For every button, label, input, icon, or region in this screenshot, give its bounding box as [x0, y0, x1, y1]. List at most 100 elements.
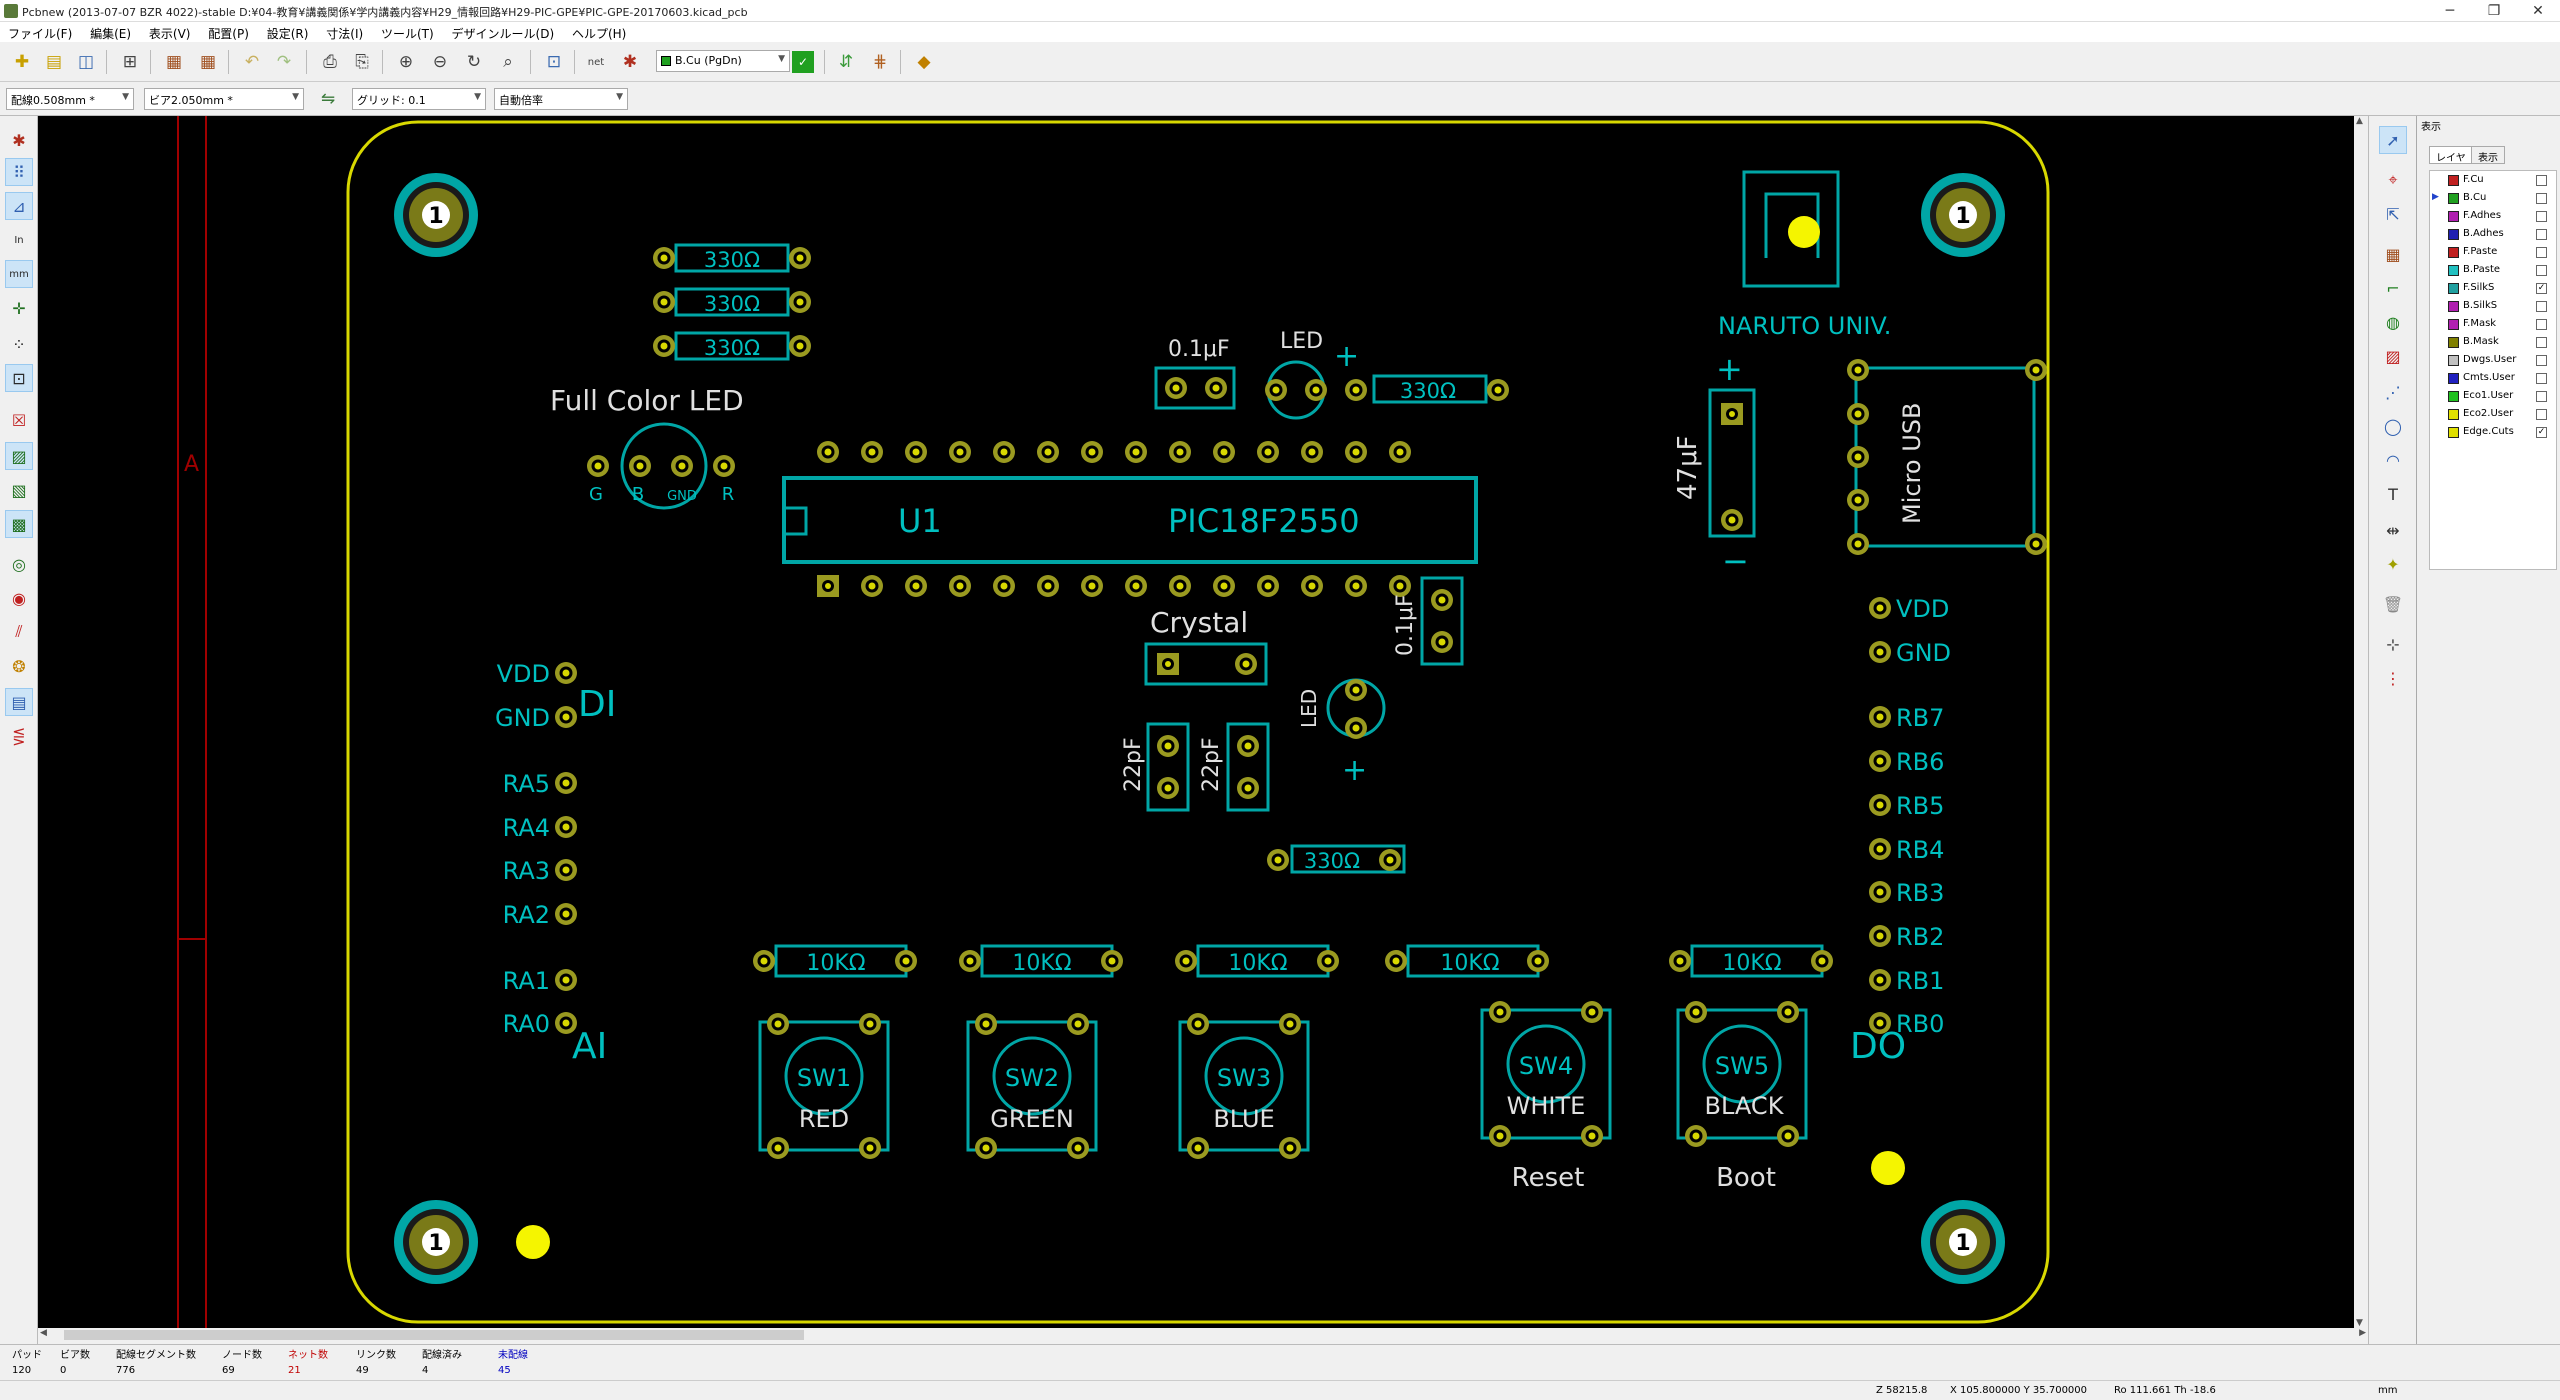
layer-name[interactable]: F.SilkS — [2463, 282, 2495, 293]
menu-tools[interactable]: ツール(T) — [381, 27, 434, 41]
layer-row[interactable]: B.SilkS — [2430, 297, 2556, 315]
resistor-r330[interactable]: 330Ω — [653, 287, 811, 317]
layer-name[interactable]: B.Mask — [2463, 336, 2499, 347]
save-board-icon[interactable]: ◫ — [77, 52, 95, 72]
layer-visibility-checkbox[interactable] — [2536, 229, 2547, 240]
ic-pin-pad[interactable] — [861, 575, 883, 597]
header-pin[interactable]: RA4 — [503, 814, 577, 842]
plot-icon[interactable]: ⎘ — [355, 52, 369, 72]
resistor-r330[interactable]: 330Ω — [653, 243, 811, 273]
delete-icon[interactable]: 🗑 — [2382, 594, 2404, 614]
menu-preferences[interactable]: 設定(R) — [266, 27, 309, 41]
redraw-icon[interactable]: ↻ — [466, 52, 482, 72]
layer-color-swatch[interactable] — [2448, 211, 2459, 222]
zoom-fit-icon[interactable]: ⌕ — [503, 52, 513, 72]
layer-color-swatch[interactable] — [2448, 391, 2459, 402]
zoom-out-icon[interactable]: ⊖ — [432, 52, 448, 72]
scroll-up-icon[interactable]: ▲ — [2356, 116, 2363, 126]
layer-color-swatch[interactable] — [2448, 373, 2459, 384]
ic-pin-pad[interactable] — [861, 441, 883, 463]
layer-visibility-checkbox[interactable]: ✓ — [2536, 427, 2547, 438]
layer-color-swatch[interactable] — [2448, 265, 2459, 276]
layer-color-swatch[interactable] — [2448, 337, 2459, 348]
horizontal-scroll-thumb[interactable] — [64, 1330, 804, 1340]
menu-help[interactable]: ヘルプ(H) — [571, 27, 627, 41]
resistor-r330[interactable]: 330Ω — [1267, 844, 1406, 874]
vertical-scrollbar[interactable]: ▲ ▼ — [2354, 116, 2368, 1328]
layer-pair-icon[interactable]: ✓ — [792, 51, 814, 73]
layer-visibility-checkbox[interactable] — [2536, 319, 2547, 330]
header-pin[interactable]: RB2 — [1869, 923, 1944, 951]
menu-edit[interactable]: 編集(E) — [90, 27, 132, 41]
mm-units-icon[interactable]: mm — [5, 260, 33, 288]
mounting-hole[interactable]: 1 — [1921, 1200, 2005, 1284]
layer-row[interactable]: Edge.Cuts✓ — [2430, 423, 2556, 441]
layer-select[interactable]: B.Cu (PgDn)▼ — [656, 50, 790, 72]
header-pin[interactable]: VDD — [497, 660, 577, 688]
minimize-button[interactable]: ─ — [2445, 3, 2455, 19]
ic-pin-pad[interactable] — [1081, 441, 1103, 463]
ic-pin-pad[interactable] — [1169, 575, 1191, 597]
layer-visibility-checkbox[interactable] — [2536, 265, 2547, 276]
header-pin[interactable]: GND — [495, 704, 577, 732]
layer-visibility-checkbox[interactable] — [2536, 211, 2547, 222]
open-board-icon[interactable]: ▤ — [45, 52, 63, 72]
header-pin[interactable]: RB5 — [1869, 792, 1944, 820]
capacitor-c1[interactable] — [1154, 366, 1236, 410]
layer-visibility-checkbox[interactable] — [2536, 301, 2547, 312]
ic-pin-pad[interactable] — [1125, 441, 1147, 463]
layer-name[interactable]: B.SilkS — [2463, 300, 2498, 311]
layer-color-swatch[interactable] — [2448, 247, 2459, 258]
module-viewer-icon[interactable]: ▦ — [199, 52, 217, 72]
layer-visibility-checkbox[interactable] — [2536, 355, 2547, 366]
add-target-icon[interactable]: ✦ — [2386, 554, 2400, 574]
layer-row[interactable]: Eco1.User — [2430, 387, 2556, 405]
ic-pin-pad[interactable] — [1037, 441, 1059, 463]
horizontal-scrollbar[interactable]: ◀ ▶ — [38, 1328, 2368, 1342]
header-pin[interactable]: RB7 — [1869, 704, 1944, 732]
add-arc-icon[interactable]: ◠ — [2386, 450, 2400, 470]
layer-name[interactable]: Eco2.User — [2463, 408, 2514, 419]
menu-design-rules[interactable]: デザインルール(D) — [451, 27, 555, 41]
layer-name[interactable]: F.Paste — [2463, 246, 2498, 257]
layer-visibility-checkbox[interactable] — [2536, 409, 2547, 420]
menu-file[interactable]: ファイル(F) — [8, 27, 73, 41]
rgb-led[interactable]: G B GND R — [587, 422, 735, 510]
ic-pin-pad[interactable] — [949, 575, 971, 597]
zone-fill-icon[interactable]: ▨ — [5, 442, 33, 470]
layer-row[interactable]: F.Paste — [2430, 243, 2556, 261]
resistor-r10k[interactable]: 10KΩ — [1669, 944, 1833, 978]
zoom-in-icon[interactable]: ⊕ — [398, 52, 414, 72]
layer-name[interactable]: F.Adhes — [2463, 210, 2502, 221]
layer-visibility-checkbox[interactable] — [2536, 175, 2547, 186]
ic-pin-pad[interactable] — [1345, 575, 1367, 597]
header-pin[interactable]: RB3 — [1869, 879, 1944, 907]
add-dimension-icon[interactable]: ⇹ — [2386, 520, 2400, 540]
ic-pin-pad[interactable] — [1213, 441, 1235, 463]
high-contrast-icon[interactable]: ❂ — [12, 656, 26, 676]
add-track-icon[interactable]: ⌐ — [2386, 278, 2400, 298]
add-via-icon[interactable]: ◍ — [2386, 312, 2400, 332]
add-text-icon[interactable]: T — [2388, 484, 2398, 504]
layer-color-swatch[interactable] — [2448, 193, 2459, 204]
resistor-r10k[interactable]: 10KΩ — [753, 944, 917, 978]
tab-layers[interactable]: レイヤ — [2429, 146, 2473, 164]
set-grid-origin-icon[interactable]: ⋮ — [2385, 668, 2401, 688]
header-pin[interactable]: VDD — [1869, 595, 1949, 623]
layer-row[interactable]: B.Mask — [2430, 333, 2556, 351]
capacitor-c2[interactable] — [1420, 576, 1464, 666]
grid-display-icon[interactable]: ⠿ — [5, 158, 33, 186]
layer-name[interactable]: Cmts.User — [2463, 372, 2515, 383]
ic-pin-pad[interactable] — [1257, 441, 1279, 463]
header-pin[interactable]: RA1 — [503, 967, 577, 995]
layer-color-swatch[interactable] — [2448, 355, 2459, 366]
layer-row[interactable]: Eco2.User — [2430, 405, 2556, 423]
layer-visibility-checkbox[interactable] — [2536, 391, 2547, 402]
layer-visibility-checkbox[interactable] — [2536, 247, 2547, 258]
polar-coords-icon[interactable]: ⊿ — [5, 192, 33, 220]
header-pin[interactable]: RA5 — [503, 770, 577, 798]
led-1[interactable] — [1265, 360, 1327, 420]
